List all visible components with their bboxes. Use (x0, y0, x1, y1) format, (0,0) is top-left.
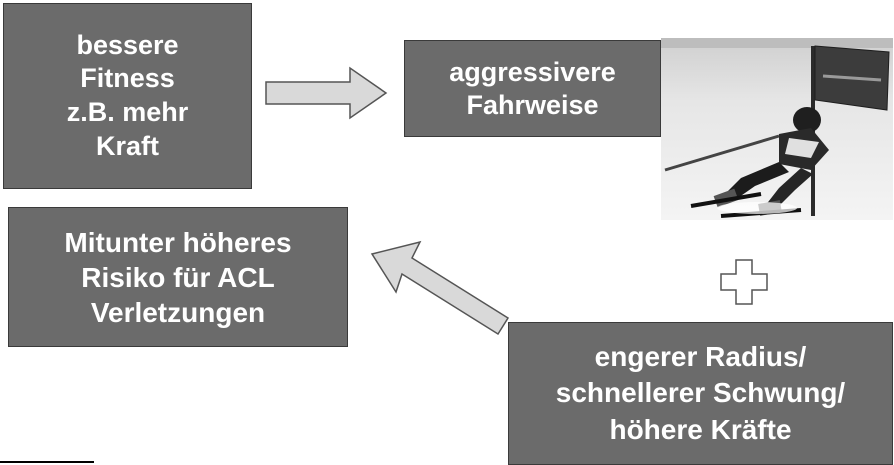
arrow-right-icon (265, 66, 388, 120)
risk-line-2: Risiko für ACL (81, 261, 275, 293)
radius-line-2: schnellerer Schwung/ (555, 377, 846, 409)
footer-divider (0, 461, 94, 463)
fitness-line-4: Kraft (95, 130, 159, 161)
fitness-line-2: Fitness (80, 63, 175, 94)
box-tighter-radius: engerer Radius/ schnellerer Schwung/ höh… (508, 322, 893, 465)
risk-line-1: Mitunter höheres (64, 226, 292, 258)
radius-line-3: höhere Kräfte (609, 413, 792, 445)
risk-line-3: Verletzungen (90, 296, 266, 328)
arrow-up-left-icon (370, 240, 510, 336)
plus-icon (720, 259, 768, 305)
box-aggressive-riding: aggressivere Fahrweise (404, 40, 661, 137)
fitness-line-1: bessere (76, 29, 179, 60)
box-better-fitness: bessere Fitness z.B. mehr Kraft (3, 3, 252, 189)
radius-line-1: engerer Radius/ (594, 340, 807, 372)
box-higher-acl-risk: Mitunter höheres Risiko für ACL Verletzu… (8, 207, 348, 347)
aggressive-line-1: aggressivere (449, 57, 616, 88)
aggressive-line-2: Fahrweise (466, 89, 599, 120)
skier-photo (661, 38, 893, 220)
fitness-line-3: z.B. mehr (66, 97, 189, 127)
